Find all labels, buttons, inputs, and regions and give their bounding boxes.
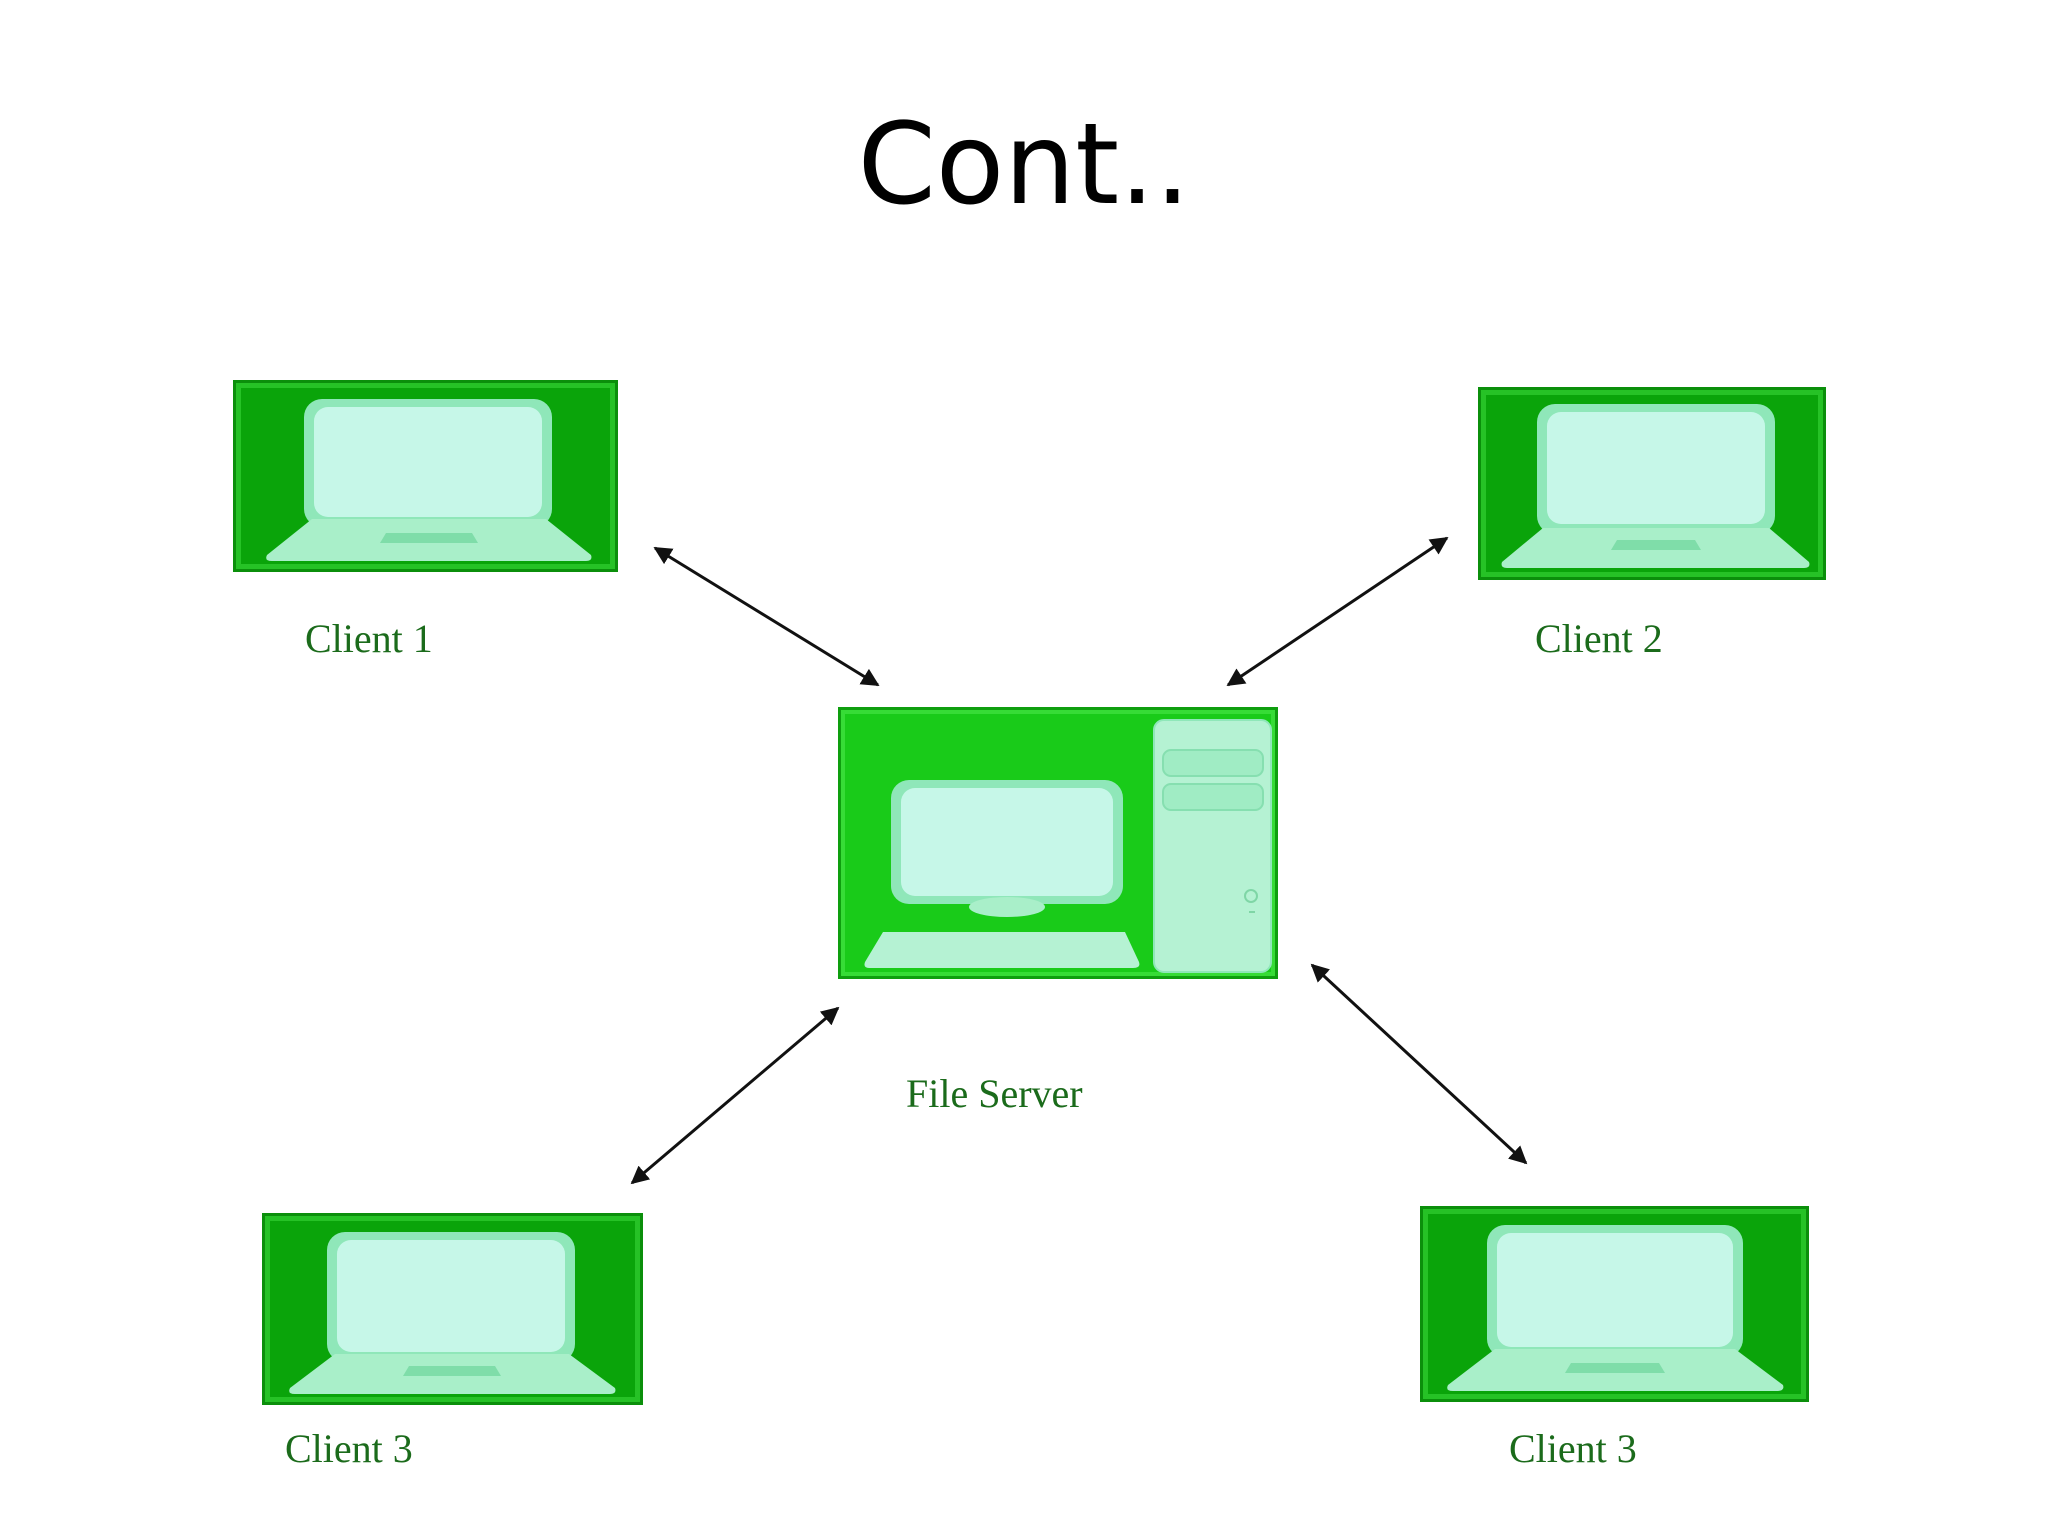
client-2-box [1478,387,1826,580]
laptop-icon [1501,404,1810,568]
arrow-client2-server [1226,536,1449,687]
client-3-right-box [1420,1206,1809,1402]
arrow-client3-left-server [630,1006,840,1185]
laptop-icon [1447,1225,1784,1391]
arrow-client1-server [653,546,880,687]
client-3-right-label: Client 3 [1509,1426,1637,1471]
client-3-left-label: Client 3 [285,1426,413,1471]
client-1-label: Client 1 [305,616,433,661]
client-3-left-box [262,1213,643,1405]
client-1-box [233,380,618,572]
file-server-label: File Server [906,1071,1083,1116]
slide-title: Cont.. [857,100,1191,230]
client-2-label: Client 2 [1535,616,1663,661]
laptop-icon [266,399,592,561]
desktop-server-icon [864,719,1272,973]
arrow-client3-right-server [1310,963,1528,1165]
laptop-icon [289,1232,616,1394]
file-server-box [838,707,1278,979]
